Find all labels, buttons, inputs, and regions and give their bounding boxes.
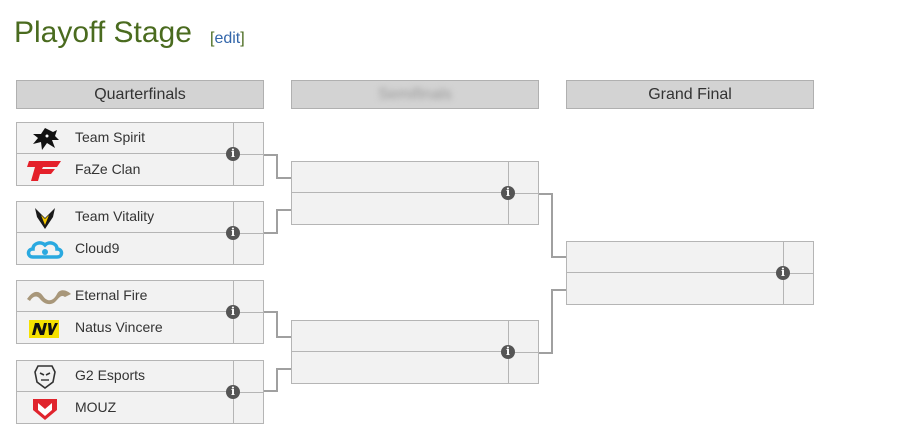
round-header-quarterfinals: Quarterfinals xyxy=(16,80,264,109)
team-name: MOUZ xyxy=(75,399,117,415)
match-slot-mouz[interactable]: MOUZ xyxy=(17,393,233,424)
info-icon[interactable]: i xyxy=(226,147,240,161)
eternal-fire-dragon-logo xyxy=(25,284,71,310)
page-title: Playoff Stage xyxy=(14,16,192,49)
info-icon[interactable]: i xyxy=(501,345,515,359)
info-icon[interactable]: i xyxy=(226,305,240,319)
team-name: Team Spirit xyxy=(75,129,146,145)
cloud9-logo xyxy=(25,237,65,263)
match-slot-natus-vincere[interactable]: Natus Vincere xyxy=(17,313,233,344)
quarterfinal-match-1: Team Spirit FaZe Clan i xyxy=(16,122,264,186)
info-icon[interactable]: i xyxy=(776,266,790,280)
grand-final-match: i xyxy=(566,241,814,305)
team-name: Team Vitality xyxy=(75,208,155,224)
info-icon[interactable]: i xyxy=(226,226,240,240)
round-header-grand-final: Grand Final xyxy=(566,80,814,109)
team-name: G2 Esports xyxy=(75,367,146,383)
vitality-bee-logo xyxy=(25,205,65,231)
round-header-semifinals: Semifinals xyxy=(291,80,539,109)
match-slot-empty[interactable] xyxy=(567,274,783,305)
match-slot-g2-esports[interactable]: G2 Esports xyxy=(17,361,233,392)
edit-link-wrapper[interactable]: [edit] xyxy=(210,30,245,47)
team-name: Cloud9 xyxy=(75,240,120,256)
semifinal-match-2: i xyxy=(291,320,539,384)
match-slot-empty[interactable] xyxy=(567,242,783,273)
faze-logo xyxy=(25,158,65,184)
semifinal-match-1: i xyxy=(291,161,539,225)
match-slot-team-vitality[interactable]: Team Vitality xyxy=(17,202,233,233)
match-slot-eternal-fire[interactable]: Eternal Fire xyxy=(17,281,233,312)
quarterfinal-match-3: Eternal Fire Natus Vincere i xyxy=(16,280,264,344)
match-slot-faze-clan[interactable]: FaZe Clan xyxy=(17,155,233,186)
team-name: Natus Vincere xyxy=(75,319,163,335)
edit-link[interactable]: edit xyxy=(214,30,241,47)
info-icon[interactable]: i xyxy=(501,186,515,200)
mouz-logo xyxy=(25,396,65,422)
quarterfinal-match-4: G2 Esports MOUZ i xyxy=(16,360,264,424)
g2-samurai-logo xyxy=(25,364,65,390)
match-slot-cloud9[interactable]: Cloud9 xyxy=(17,234,233,265)
match-slot-empty[interactable] xyxy=(292,353,508,384)
match-slot-empty[interactable] xyxy=(292,321,508,352)
match-slot-empty[interactable] xyxy=(292,194,508,225)
team-name: FaZe Clan xyxy=(75,161,141,177)
team-name: Eternal Fire xyxy=(75,287,148,303)
match-slot-team-spirit[interactable]: Team Spirit xyxy=(17,123,233,154)
info-icon[interactable]: i xyxy=(226,385,240,399)
match-slot-empty[interactable] xyxy=(292,162,508,193)
quarterfinal-match-2: Team Vitality Cloud9 i xyxy=(16,201,264,265)
spirit-dragon-logo xyxy=(25,126,65,152)
navi-logo xyxy=(25,316,65,342)
